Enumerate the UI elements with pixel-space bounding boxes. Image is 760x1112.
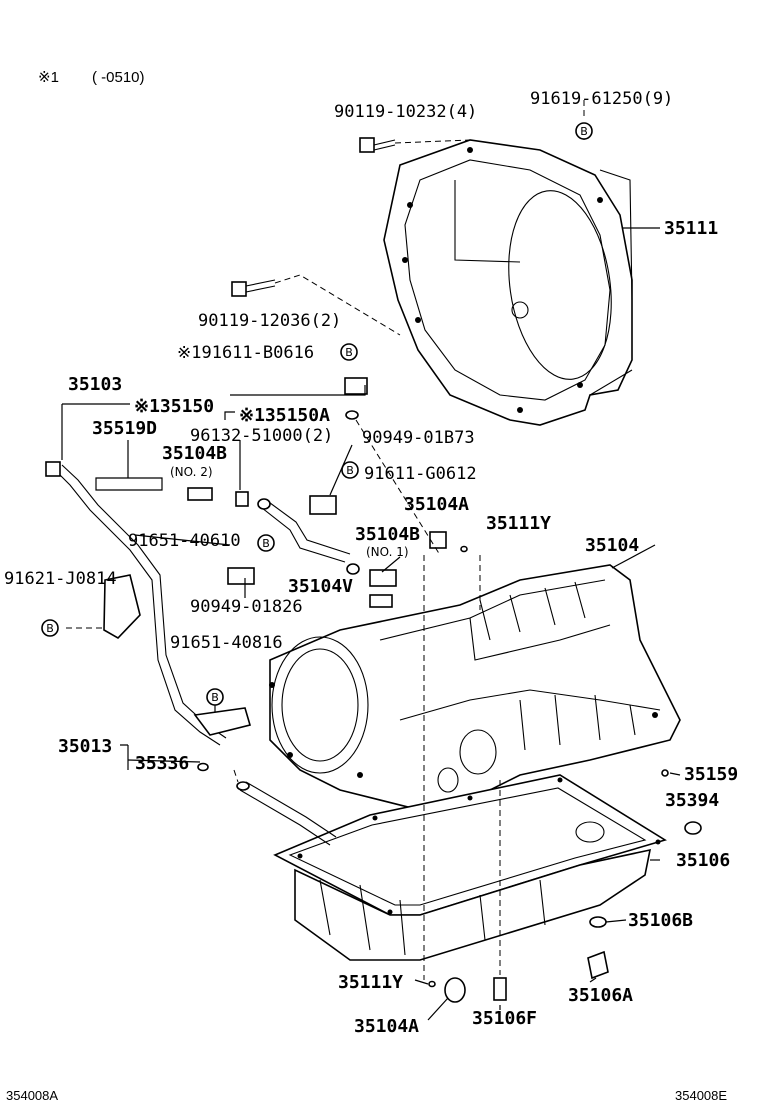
bolt-90119-12036-icon — [231, 279, 276, 297]
svg-text:B: B — [346, 464, 354, 477]
converter-housing-drawing — [383, 139, 633, 426]
bolt-90119-10232-icon — [359, 137, 396, 153]
label-35104V: 35104V — [288, 576, 353, 597]
label-91651-40610: 91651-40610 — [128, 531, 241, 551]
label-90949-01B73: 90949-01B73 — [362, 428, 475, 448]
hose-assembly-drawing — [187, 377, 702, 1003]
callout-b-marker: B — [575, 122, 593, 140]
footer-code-left: 354008A — [6, 1088, 58, 1103]
label-91611-B0616: ※191611-B0616 — [177, 343, 314, 363]
callout-b-marker: B — [206, 688, 224, 706]
label-90119-12036: 90119-12036(2) — [198, 311, 341, 331]
transmission-drawing — [269, 564, 681, 811]
note-mark: ※1 — [38, 69, 59, 86]
label-35104A-top: 35104A — [404, 494, 469, 515]
oil-pan-drawing — [273, 774, 667, 961]
note-range: ( -0510) — [92, 69, 145, 86]
label-35013: 35013 — [58, 736, 112, 757]
label-35106F: 35106F — [472, 1008, 537, 1029]
label-35150: ※135150 — [134, 396, 214, 417]
label-35394: 35394 — [665, 790, 719, 811]
callout-b-marker: B — [341, 461, 359, 479]
label-35111Y-bottom: 35111Y — [338, 972, 403, 993]
svg-text:B: B — [580, 125, 588, 138]
label-96132-51000: 96132-51000(2) — [190, 426, 333, 446]
label-35104B-no1: 35104B — [355, 524, 420, 545]
label-35150A: ※135150A — [239, 405, 330, 426]
callout-b-marker: B — [257, 534, 275, 552]
label-35104B-no2: 35104B — [162, 443, 227, 464]
label-91611-G0612: 91611-G0612 — [364, 464, 477, 484]
svg-text:B: B — [46, 622, 54, 635]
label-no2: (NO. 2) — [170, 465, 213, 479]
dipstick-drawing — [45, 461, 337, 846]
label-35111Y-top: 35111Y — [486, 513, 551, 534]
label-90949-01826: 90949-01826 — [190, 597, 303, 617]
label-35104: 35104 — [585, 535, 639, 556]
label-35106B: 35106B — [628, 910, 693, 931]
label-no1: (NO. 1) — [366, 545, 409, 559]
callout-b-marker: B — [340, 343, 358, 361]
label-35111: 35111 — [664, 218, 718, 239]
label-91621-J0814: 91621-J0814 — [4, 569, 117, 589]
svg-text:B: B — [345, 346, 353, 359]
footer-code-right: 354008E — [675, 1088, 727, 1103]
svg-text:B: B — [211, 691, 219, 704]
label-35336: 35336 — [135, 753, 189, 774]
label-35103: 35103 — [68, 374, 122, 395]
label-35519D: 35519D — [92, 418, 157, 439]
callout-b-marker: B — [41, 619, 59, 637]
label-35106A: 35106A — [568, 985, 633, 1006]
label-91651-40816: 91651-40816 — [170, 633, 283, 653]
label-35159: 35159 — [684, 764, 738, 785]
label-35104A-bottom: 35104A — [354, 1016, 419, 1037]
label-90119-10232: 90119-10232(4) — [334, 102, 477, 122]
svg-text:B: B — [262, 537, 270, 550]
label-91619-61250: 91619-61250(9) — [530, 89, 673, 109]
label-35106: 35106 — [676, 850, 730, 871]
